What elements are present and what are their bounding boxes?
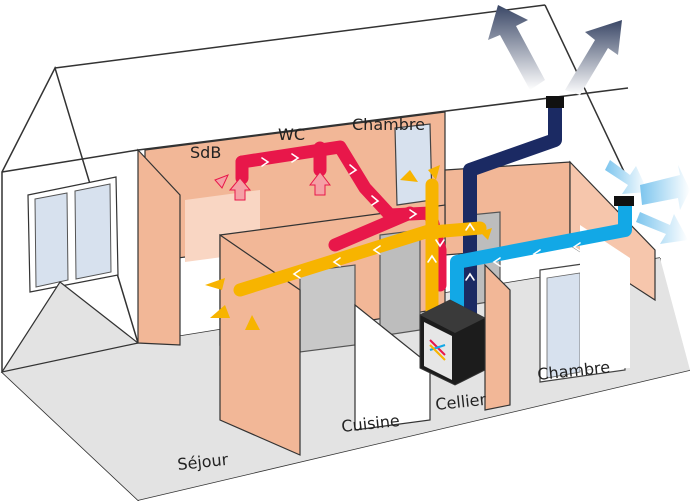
room-label-chambre-top: Chambre [352,115,425,134]
exhaust-duct [463,96,564,337]
exhaust-outlet-arrows [488,5,622,95]
fresh-air-duct [450,196,634,327]
supply-arrows [205,165,492,330]
extract-duct [235,140,447,292]
left-window [27,176,119,293]
fresh-inlet-arrows [605,160,690,244]
room-label-sdb: SdB [190,143,221,162]
flow-chevrons [261,153,581,281]
room-label-wc: WC [278,125,305,144]
ventilation-unit [419,299,486,386]
extract-arrows [214,171,332,201]
floor [2,258,690,500]
supply-duct [233,178,487,317]
